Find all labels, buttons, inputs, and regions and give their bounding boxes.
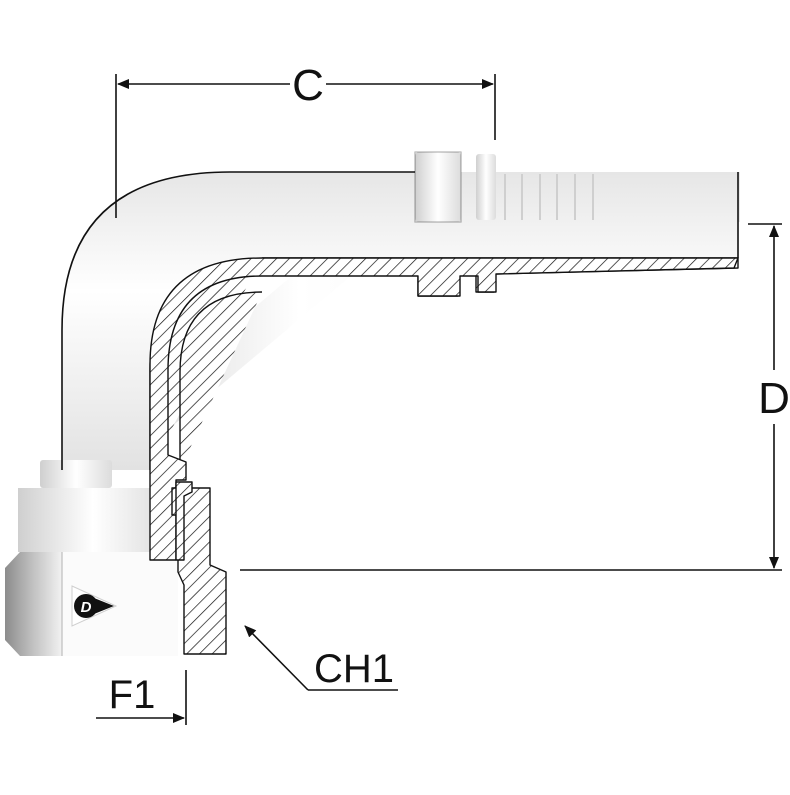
dimension-c: C: [115, 61, 496, 218]
logo-letter: D: [81, 599, 92, 616]
tube-wall-section: [149, 257, 739, 561]
tail-ring: [476, 154, 496, 220]
c-label: C: [292, 61, 324, 110]
tube-shaded: [62, 172, 738, 470]
d-label: D: [758, 374, 790, 423]
tail-collar: [415, 152, 461, 222]
f1-label: F1: [109, 673, 156, 717]
nipple-section: [175, 481, 193, 561]
fitting-body: [5, 152, 740, 656]
neck-ring: [40, 460, 112, 488]
nut-upper: [18, 488, 168, 552]
ch1-label: CH1: [314, 647, 394, 691]
hose-tail-ribs: [504, 174, 594, 220]
dimension-f1: F1: [96, 670, 187, 725]
section-view: [149, 257, 739, 655]
ch1-leader: [244, 625, 309, 691]
hex-nut-flat: [5, 552, 62, 656]
callout-ch1: CH1: [244, 625, 398, 691]
outlines: [61, 151, 739, 470]
dunlop-logo-icon: D: [71, 585, 118, 627]
dimension-d: D: [240, 223, 790, 571]
